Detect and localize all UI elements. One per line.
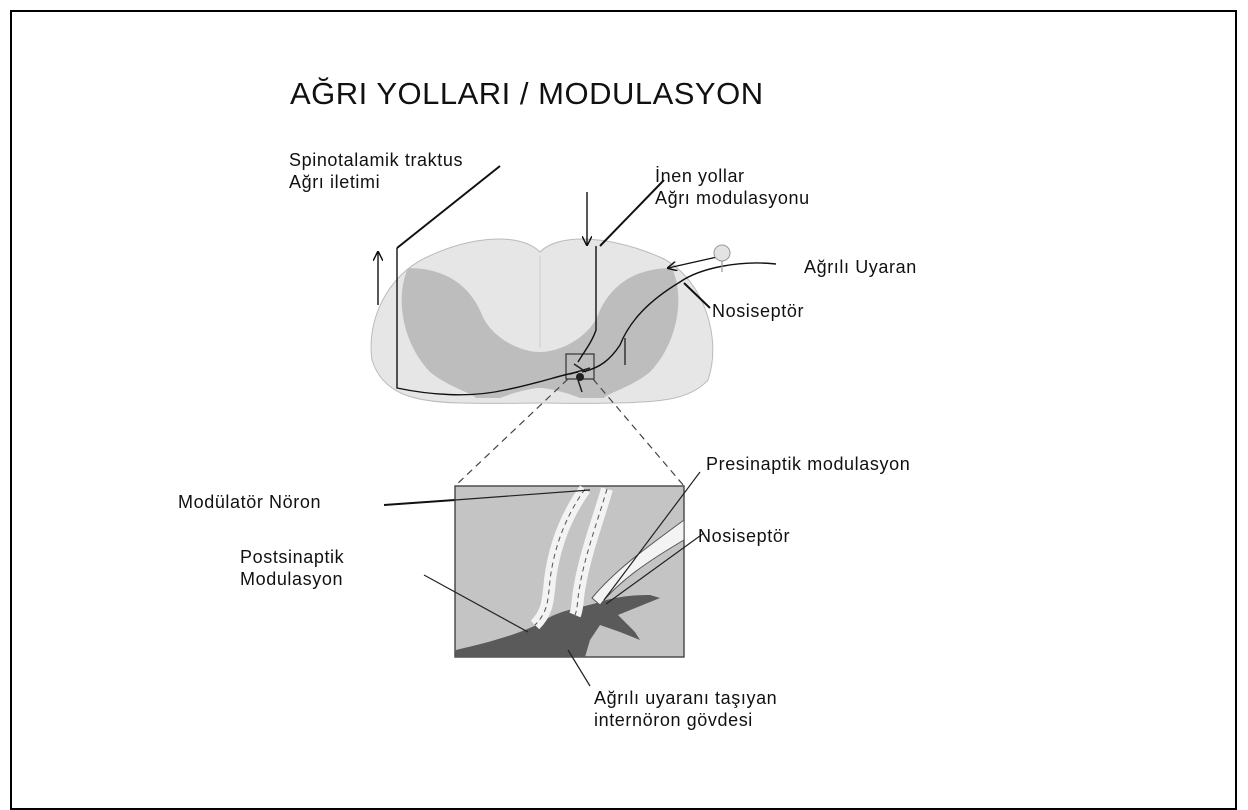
synapse-inset: [455, 486, 684, 657]
spinal-cord-section: [371, 239, 713, 403]
spinothalamic-label: Spinotalamik traktus Ağrı iletimi: [289, 149, 463, 193]
presynaptic-label: Presinaptik modulasyon: [706, 453, 910, 475]
interneuron-label: Ağrılı uyaranı taşıyan internöron gövdes…: [594, 687, 777, 731]
postsynaptic-label: Postsinaptik Modulasyon: [240, 546, 344, 590]
nociceptor-label-top: Nosiseptör: [712, 300, 804, 322]
stimulus-arrow: [668, 257, 717, 268]
painful-stimulus-label: Ağrılı Uyaran: [804, 256, 917, 278]
descending-pathway-label: İnen yollar Ağrı modulasyonu: [655, 165, 810, 209]
modulator-neuron-label: Modülatör Nöron: [178, 491, 321, 513]
nociceptor-label-bottom: Nosiseptör: [698, 525, 790, 547]
